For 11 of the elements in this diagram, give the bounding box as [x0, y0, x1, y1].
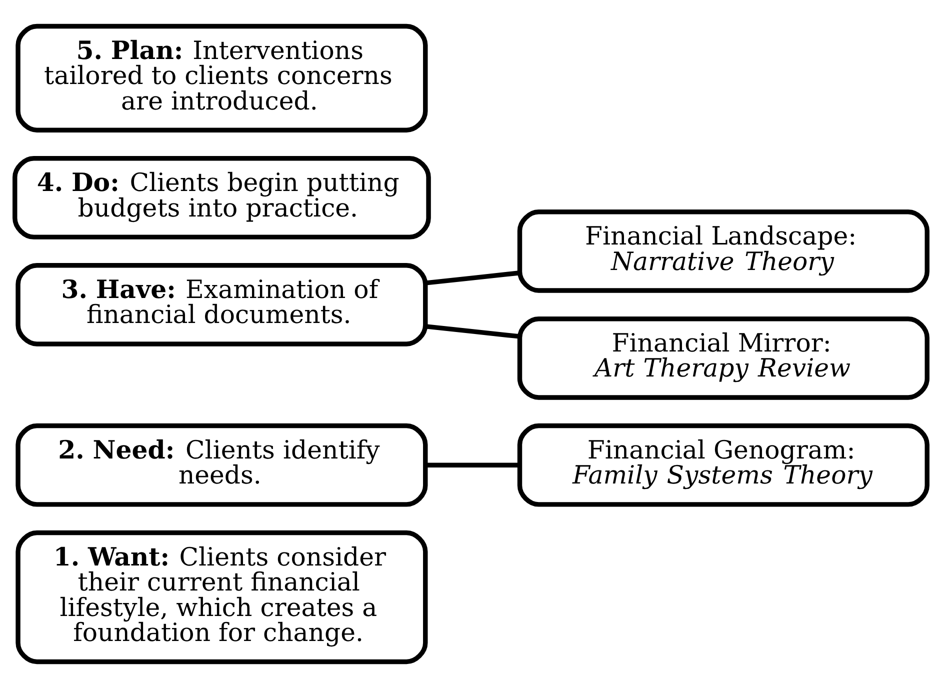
connector [426, 462, 520, 468]
node-box: Financial Landscape: Narrative Theory [517, 210, 930, 293]
node-box: 5. Plan: Interventions tailored to clients concerns are introduced. [16, 24, 428, 132]
connector [426, 270, 520, 286]
node-box: 2. Need: Clients identify needs. [16, 423, 428, 507]
node-box: Financial Mirror: Art Therapy Review [517, 316, 930, 400]
connector [426, 324, 520, 339]
node-box: 4. Do: Clients begin putting budgets into practice. [12, 156, 431, 240]
node-box: 1. Want: Clients consider their current financial lifestyle, which creates a foundation for change. [16, 530, 428, 664]
node-box: 3. Have: Examination of financial documents. [16, 263, 428, 346]
node-box: Financial Genogram: Family Systems Theory [517, 423, 930, 507]
